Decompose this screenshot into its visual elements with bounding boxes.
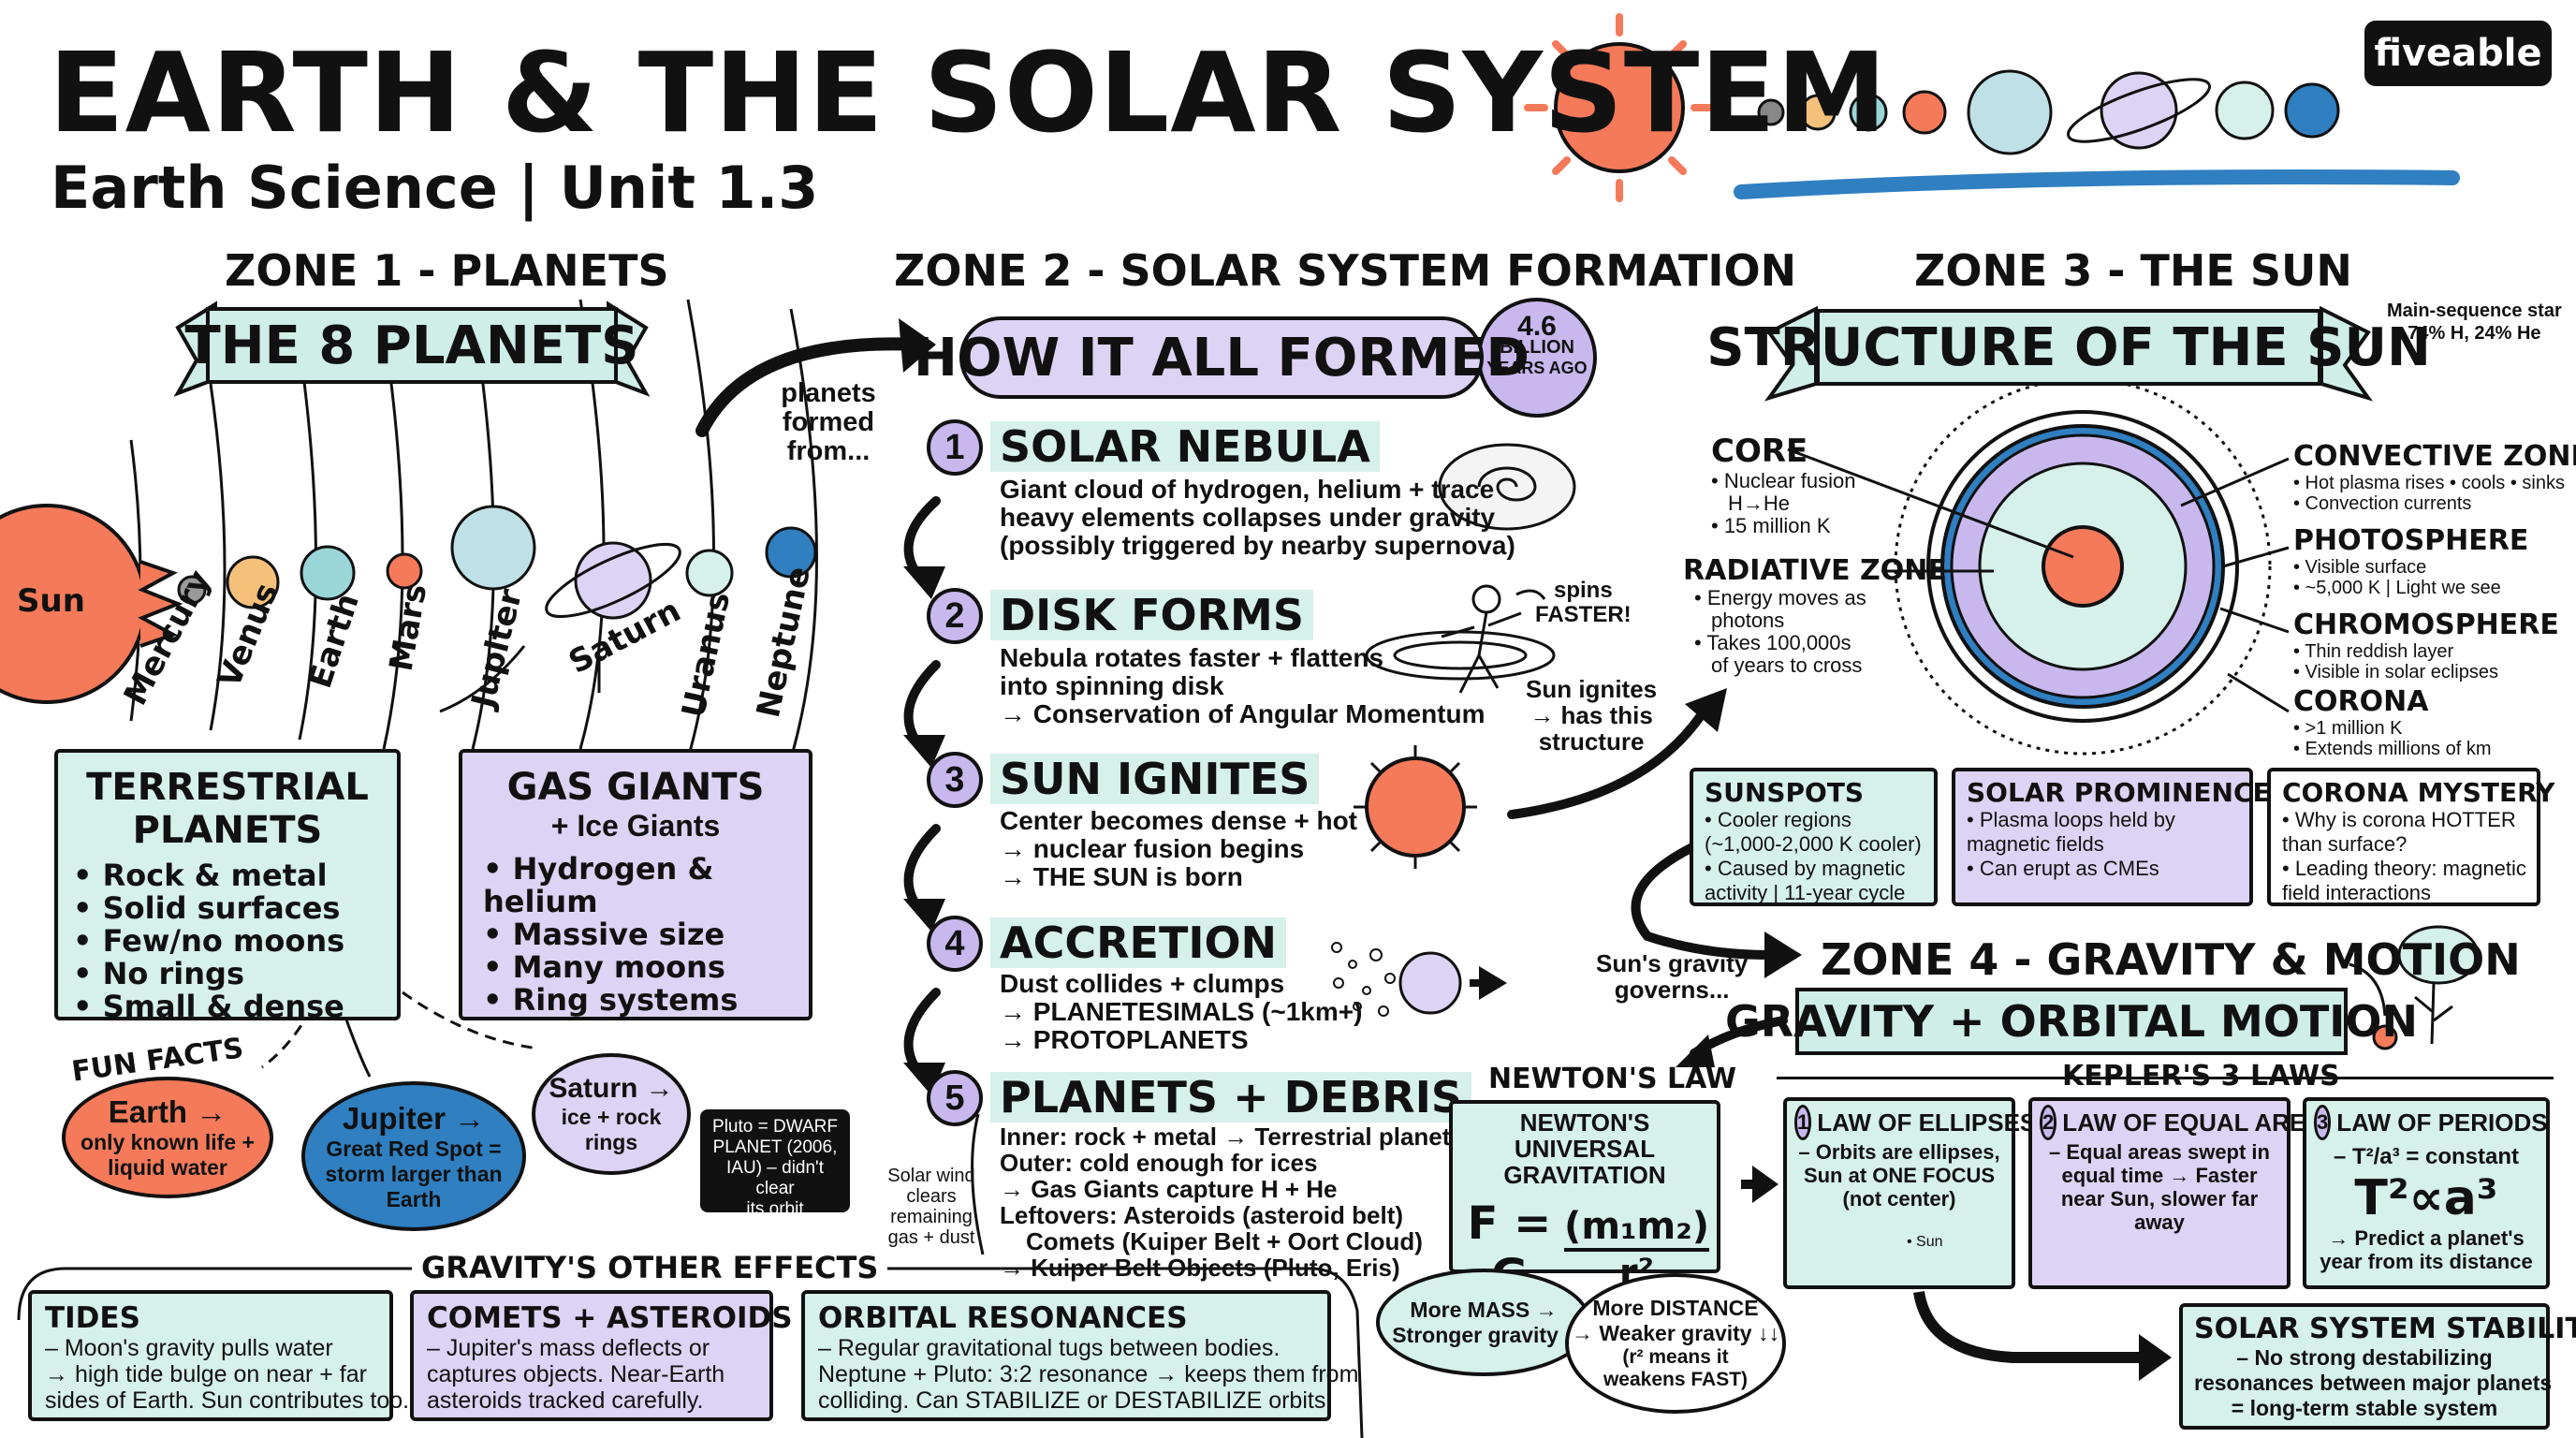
sunspots-card: SUNSPOTS • Cooler regions (~1,000-2,000 …: [1690, 768, 1938, 906]
page-title: EARTH & THE SOLAR SYSTEM: [49, 28, 1888, 157]
resonances-title: ORBITAL RESONANCES: [818, 1301, 1188, 1335]
page-subtitle: Earth Science | Unit 1.3: [51, 154, 819, 222]
zone2-label: ZONE 2 - SOLAR SYSTEM FORMATION: [894, 245, 1797, 296]
step-number-4: 4: [927, 916, 983, 972]
keplers-laws-label: KEPLER'S 3 LAWS: [2055, 1060, 2348, 1093]
sun-layer-corona: CORONA • >1 million K • Extends millions…: [2293, 685, 2492, 759]
header-sun-icon: [1524, 13, 1715, 202]
zone2-banner: HOW IT ALL FORMED: [914, 316, 1530, 399]
sun-structure-diagram: [1894, 377, 2272, 756]
fun-fact-saturn-bubble: Saturn → ice + rock rings: [532, 1053, 691, 1175]
gas-giants-item: Massive size: [483, 918, 788, 951]
step-title-solar-nebula: SOLAR NEBULA: [990, 421, 1380, 472]
more-mass-bubble: More MASS → Stronger gravity ↑: [1376, 1269, 1591, 1376]
sunspots-title: SUNSPOTS: [1705, 777, 1865, 808]
step-body-3: Center becomes dense + hot → nuclear fus…: [1000, 806, 1358, 891]
zone4-label: ZONE 4 - GRAVITY & MOTION: [1821, 934, 2521, 985]
step-number-3: 3: [927, 752, 983, 808]
gas-giants-item: Ring systems: [483, 984, 788, 1017]
zone1-banner: THE 8 PLANETS: [185, 307, 639, 384]
terrestrial-planets-card: TERRESTRIAL PLANETS Rock & metal Solid s…: [54, 749, 401, 1023]
tree-apple-icon: [2349, 925, 2480, 1050]
step-number-5: 5: [927, 1070, 983, 1126]
sun-layer-photosphere: PHOTOSPHERE • Visible surface • ~5,000 K…: [2293, 524, 2529, 598]
kepler-bracket: [1777, 1077, 2554, 1079]
accretion-dust-icon: [1331, 942, 1462, 1017]
tides-title: TIDES: [45, 1301, 140, 1335]
orbital-resonances-card: ORBITAL RESONANCES – Regular gravitation…: [801, 1290, 1358, 1421]
terrestrial-title: TERRESTRIAL PLANETS: [86, 766, 369, 852]
gravity-effects-label: GRAVITY'S OTHER EFFECTS: [412, 1250, 888, 1285]
sun-gravity-governs-note: Sun's gravity governs...: [1596, 949, 1749, 1004]
zone1-planets-icon: [177, 505, 817, 620]
header-planets-icon: [1757, 69, 2340, 155]
sun-layer-core: CORE • Nuclear fusion H→He • 15 million …: [1711, 433, 1856, 537]
sun-layer-convective-zone: CONVECTIVE ZONE • Hot plasma rises • coo…: [2293, 440, 2576, 514]
gas-giants-subtitle: + Ice Giants: [550, 809, 721, 843]
ignite-sun-icon: [1354, 745, 1477, 869]
step-number-1: 1: [927, 419, 983, 476]
terrestrial-item: No rings: [73, 958, 382, 990]
gas-giants-title: GAS GIANTS: [506, 766, 765, 809]
solar-prominences-card: SOLAR PROMINENCES • Plasma loops held by…: [1952, 768, 2290, 906]
comets-asteroids-card: COMETS + ASTEROIDS – Jupiter's mass defl…: [410, 1290, 793, 1421]
zone1-sun-label: Sun: [17, 582, 85, 620]
sun-layer-radiative-zone: RADIATIVE ZONE • Energy moves as photons…: [1683, 554, 1947, 677]
gas-giants-card: GAS GIANTS + Ice Giants Hydrogen & heliu…: [459, 749, 812, 1020]
step-body-5: Inner: rock + metal → Terrestrial planet…: [1000, 1123, 1464, 1282]
solar-system-stability-card: SOLAR SYSTEM STABILITY – No strong desta…: [2179, 1303, 2576, 1430]
terrestrial-item: Solid surfaces: [73, 892, 382, 925]
newtons-law-label: NEWTON'S LAW: [1488, 1063, 1737, 1095]
step-title-accretion: ACCRETION: [990, 917, 1287, 968]
stability-title: SOLAR SYSTEM STABILITY: [2194, 1313, 2576, 1345]
zone1-sun-icon: [0, 504, 183, 704]
fun-fact-earth-bubble: Earth → only known life + liquid water: [62, 1077, 273, 1198]
terrestrial-item: Rock & metal: [73, 859, 382, 892]
tides-card: TIDES – Moon's gravity pulls water → hig…: [28, 1290, 409, 1421]
zone3-banner: STRUCTURE OF THE SUN: [1706, 309, 2431, 386]
terrestrial-item: Few/no moons: [73, 925, 382, 958]
zone3-label: ZONE 3 - THE SUN: [1914, 245, 2352, 296]
gas-giants-item: Hydrogen & helium: [483, 853, 788, 918]
nebula-icon: [1438, 443, 1576, 531]
prominences-title: SOLAR PROMINENCES: [1967, 777, 2290, 808]
corona-mystery-card: CORONA MYSTERY • Why is corona HOTTER th…: [2267, 768, 2555, 906]
gas-giants-item: Many moons: [483, 951, 788, 984]
fun-fact-jupiter-bubble: Jupiter → Great Red Spot = storm larger …: [301, 1081, 526, 1231]
step-number-2: 2: [927, 588, 983, 644]
main-sequence-note: Main-sequence star 74% H, 24% He: [2387, 301, 2562, 344]
step-title-disk-forms: DISK FORMS: [990, 590, 1313, 640]
step-title-sun-ignites: SUN IGNITES: [990, 754, 1320, 804]
age-badge: 4.6 BILLION YEARS AGO: [1486, 311, 1588, 378]
planets-formed-note: planets formed from...: [781, 378, 876, 466]
terrestrial-item: Small & dense: [73, 990, 382, 1023]
solar-wind-note: Solar wind clears remaining gas + dust: [887, 1166, 975, 1248]
corona-mystery-title: CORONA MYSTERY: [2282, 777, 2555, 808]
fun-fact-pluto-note: Pluto = DWARF PLANET (2006, IAU) – didn'…: [700, 1109, 850, 1219]
step-body-2: Nebula rotates faster + flattens into sp…: [1000, 643, 1486, 728]
kepler-law-periods-card: 3 LAW OF PERIODS – T²/a³ = constant T²∝a…: [2303, 1097, 2550, 1289]
brand-logo[interactable]: fiveable: [2364, 21, 2552, 86]
sun-ignites-note: Sun ignites → has this structure: [1526, 675, 1658, 756]
step-body-1: Giant cloud of hydrogen, helium + trace …: [1000, 475, 1515, 560]
kepler-law-ellipses-card: 1 LAW OF ELLIPSES – Orbits are ellipses,…: [1783, 1097, 2036, 1289]
sun-layer-chromosphere: CHROMOSPHERE • Thin reddish layer • Visi…: [2293, 609, 2559, 682]
kepler-law-equal-areas-card: 2 LAW OF EQUAL AREAS – Equal areas swept…: [2028, 1097, 2339, 1289]
zone1-label: ZONE 1 - PLANETS: [225, 245, 669, 296]
zone4-banner: GRAVITY + ORBITAL MOTION: [1725, 988, 2418, 1055]
kepler-third-law-formula: T²∝a³: [2354, 1170, 2498, 1226]
spins-faster-note: spins FASTER!: [1535, 578, 1632, 627]
newton-gravitation-card: NEWTON'S UNIVERSAL GRAVITATION F = G (m₁…: [1449, 1100, 1720, 1302]
step-body-4: Dust collides + clumps → PLANETESIMALS (…: [1000, 969, 1363, 1054]
step-title-planets-debris: PLANETS + DEBRIS: [990, 1072, 1471, 1123]
more-distance-bubble: More DISTANCE → Weaker gravity ↓↓ (r² me…: [1565, 1273, 1786, 1414]
spinning-disk-icon: [1365, 584, 1556, 694]
comets-title: COMETS + ASTEROIDS: [427, 1301, 793, 1335]
